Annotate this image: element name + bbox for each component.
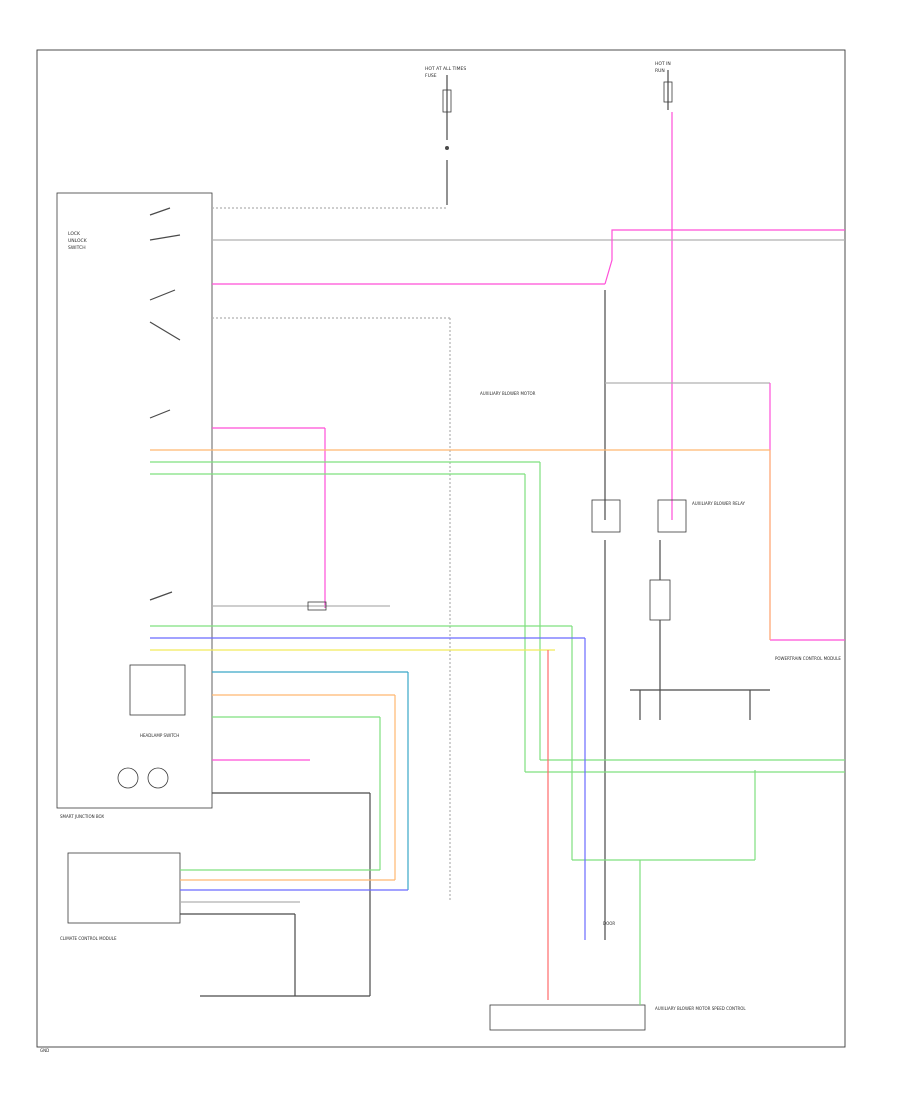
corner-label: GND	[40, 1048, 49, 1053]
label-top-fuse-left-2: FUSE	[425, 73, 437, 79]
fuse-top-center	[442, 75, 452, 205]
relay-left	[591, 499, 621, 533]
resistor-1	[307, 601, 327, 611]
switch-box	[129, 664, 186, 716]
label-lock: LOCK	[68, 231, 81, 237]
label-speed-control: AUXILIARY BLOWER MOTOR SPEED CONTROL	[655, 1006, 746, 1011]
lamp-symbol-2	[147, 767, 169, 789]
label-door: DOOR	[603, 921, 615, 926]
label-climate-module: CLIMATE CONTROL MODULE	[60, 936, 117, 941]
label-aux-blower: AUXILIARY BLOWER MOTOR	[480, 391, 536, 396]
switch-glyphs	[149, 207, 181, 601]
fuse-top-right	[663, 70, 673, 110]
relay-right	[657, 499, 687, 533]
lamp-symbol-1	[117, 767, 139, 789]
lower-module-box	[67, 852, 181, 924]
label-switch: SWITCH	[68, 245, 86, 251]
motor-box	[489, 1004, 646, 1031]
main-module-box	[56, 192, 213, 809]
label-pcm: POWERTRAIN CONTROL MODULE	[775, 656, 841, 661]
label-sjb: SMART JUNCTION BOX	[60, 814, 104, 819]
label-top-fuse-right: HOT IN	[655, 61, 671, 67]
wire-pink-up-right	[604, 229, 845, 285]
label-headlamp: HEADLAMP SWITCH	[140, 733, 179, 738]
blower-relay-coil	[649, 579, 671, 621]
label-top-fuse-right-2: RUN	[655, 68, 665, 74]
label-top-fuse-left: HOT AT ALL TIMES	[425, 66, 466, 72]
diagram-frame	[36, 49, 846, 1048]
label-aux-relay: AUXILIARY BLOWER RELAY	[692, 501, 746, 506]
label-unlock: UNLOCK	[68, 238, 88, 244]
